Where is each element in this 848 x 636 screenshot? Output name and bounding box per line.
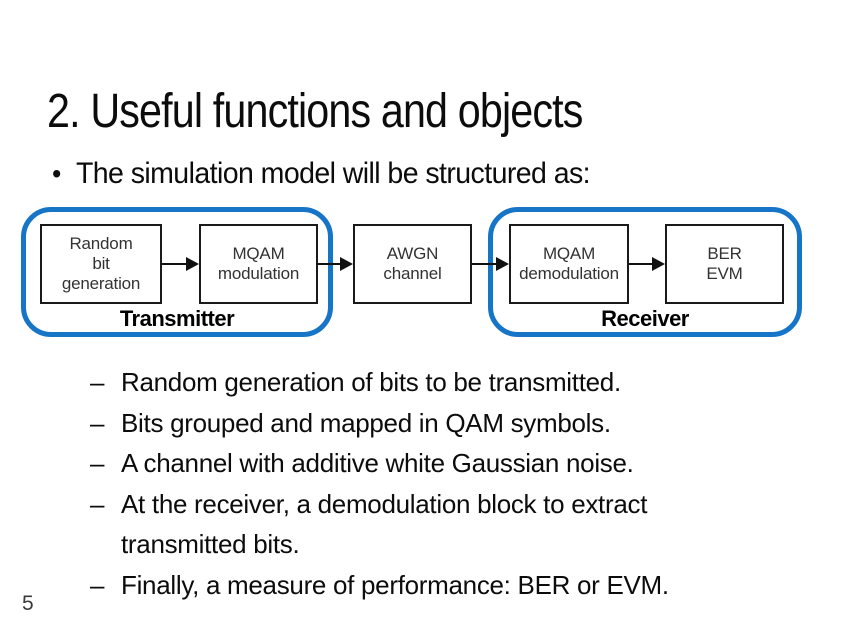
bullet-dot-icon: • [52, 158, 61, 189]
dash-marker: – [90, 367, 105, 397]
list-item: – At the receiver, a demodulation block … [90, 484, 750, 565]
dash-marker: – [90, 488, 105, 519]
block-awgn-channel: AWGN channel [353, 224, 472, 304]
sub-bullet-text: At the receiver, a demodulation block to… [121, 488, 648, 560]
arrow-right-icon [629, 257, 665, 271]
dash-marker: – [90, 569, 105, 600]
block-text-line: AWGN [386, 244, 439, 263]
slide-title: 2. Useful functions and objects [47, 85, 583, 139]
block-text-line: generation [61, 274, 141, 293]
list-item: – Random generation of bits to be transm… [90, 362, 750, 403]
page-number: 5 [22, 592, 34, 615]
main-bullet-text: The simulation model will be structured … [75, 157, 591, 190]
block-text-line: EVM [706, 264, 743, 283]
dash-marker: – [90, 407, 105, 438]
transmitter-group-outline [21, 207, 333, 337]
sub-bullet-text: Bits grouped and mapped in QAM symbols. [121, 407, 611, 438]
dash-marker: – [90, 448, 105, 478]
arrow-right-icon [472, 257, 509, 271]
main-bullet: • The simulation model will be structure… [52, 157, 591, 191]
transmitter-label: Transmitter [119, 306, 235, 331]
block-text-line: BER [707, 244, 742, 263]
sub-bullet-text: A channel with additive white Gaussian n… [121, 448, 634, 478]
block-random-bit-generation: Random bit generation [40, 224, 162, 304]
arrow-right-icon [162, 257, 199, 271]
list-item: – A channel with additive white Gaussian… [90, 443, 750, 484]
block-text-line: demodulation [519, 264, 619, 283]
arrow-right-icon [318, 257, 353, 271]
sub-bullet-list: – Random generation of bits to be transm… [90, 362, 750, 605]
list-item: – Bits grouped and mapped in QAM symbols… [90, 403, 750, 444]
block-text-line: channel [383, 264, 442, 283]
list-item: – Finally, a measure of performance: BER… [90, 565, 750, 606]
receiver-group-outline [488, 207, 802, 337]
block-ber-evm: BER EVM [665, 224, 784, 304]
block-text-line: bit [92, 254, 110, 273]
sub-bullet-text: Finally, a measure of performance: BER o… [121, 569, 669, 600]
block-mqam-demodulation: MQAM demodulation [509, 224, 629, 304]
block-text-line: MQAM [542, 244, 596, 263]
block-text-line: MQAM [232, 244, 285, 263]
block-text-line: modulation [217, 264, 300, 283]
block-mqam-modulation: MQAM modulation [199, 224, 318, 304]
sub-bullet-text: Random generation of bits to be transmit… [121, 367, 621, 397]
block-text-line: Random [69, 234, 133, 253]
receiver-label: Receiver [601, 306, 689, 331]
